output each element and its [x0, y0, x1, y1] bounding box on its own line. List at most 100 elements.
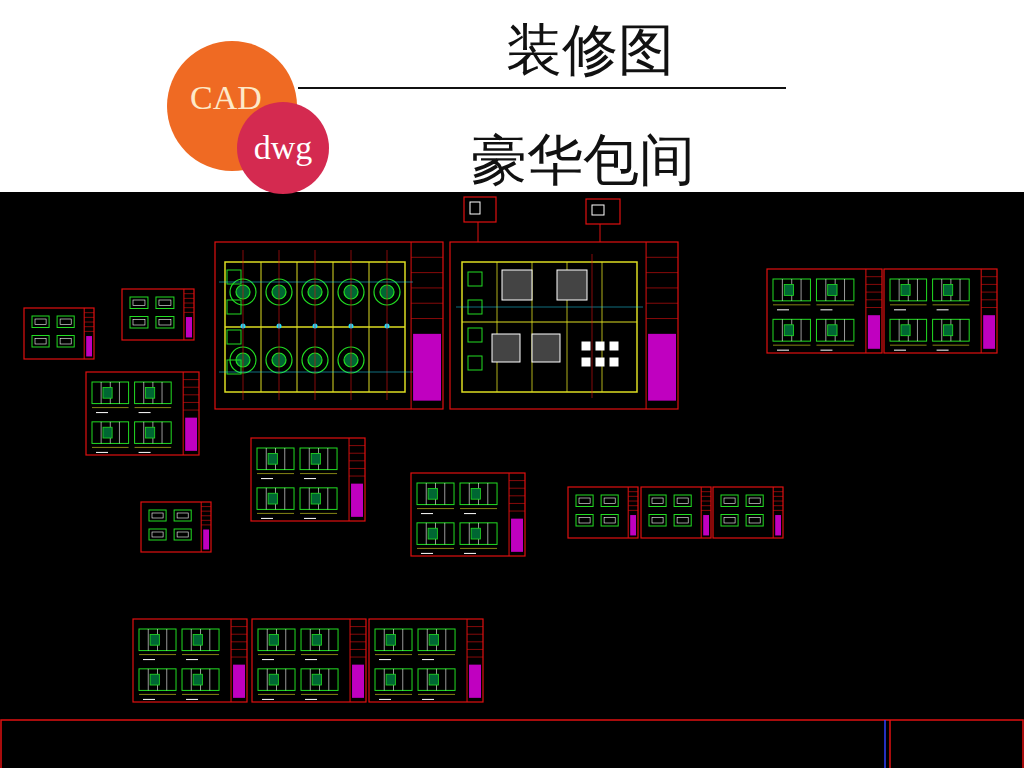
- drawing-stroke: [411, 257, 443, 258]
- drawing-stroke: [724, 498, 735, 504]
- drawing-stroke: [349, 476, 365, 477]
- drawing-stroke: [143, 422, 144, 444]
- drawing-stroke: [884, 720, 886, 768]
- drawing-stroke: [309, 448, 310, 470]
- drawing-stroke: [184, 307, 194, 308]
- drawing-stroke: [350, 626, 366, 627]
- drawing-stroke: [413, 334, 441, 401]
- drawing-stroke: [462, 321, 637, 322]
- drawing-stroke: [981, 284, 997, 285]
- drawing-stroke: [227, 300, 241, 314]
- drawing-stroke: [159, 300, 171, 306]
- drawing-stroke: [421, 553, 433, 554]
- drawing-stroke: [429, 674, 438, 685]
- drawing-stroke: [133, 619, 247, 702]
- drawing-stroke: [312, 634, 321, 645]
- drawing-stroke: [417, 483, 454, 505]
- drawing-stroke: [193, 674, 202, 685]
- drawing-stroke: [960, 279, 961, 301]
- drawing-stroke: [828, 325, 837, 336]
- drawing-stroke: [24, 308, 94, 359]
- drawing-stroke: [184, 312, 194, 313]
- drawing-stroke: [201, 515, 211, 516]
- drawing-stroke: [866, 276, 882, 277]
- drawing-stroke: [402, 629, 403, 651]
- drawing-stroke: [279, 250, 280, 400]
- drawing-stroke: [60, 339, 71, 345]
- drawing-stroke: [749, 518, 760, 524]
- drawing-stroke: [311, 493, 320, 504]
- drawing-stroke: [604, 518, 615, 524]
- drawing-stroke: [258, 669, 295, 691]
- drawing-stroke: [894, 350, 906, 351]
- drawing-stroke: [411, 318, 443, 319]
- drawing-stroke: [146, 427, 155, 438]
- drawing-stroke: [251, 438, 365, 521]
- drawing-stroke: [532, 334, 560, 362]
- drawing-stroke: [773, 345, 810, 346]
- drawing-stroke: [177, 532, 188, 537]
- drawing-stroke: [268, 493, 277, 504]
- drawing-stroke: [865, 269, 866, 353]
- drawing-stroke: [610, 342, 618, 350]
- drawing-stroke: [777, 309, 789, 310]
- drawing-stroke: [933, 345, 970, 346]
- drawing-stroke: [375, 629, 412, 651]
- drawing-stroke: [60, 319, 71, 325]
- drawing-stroke: [816, 319, 853, 341]
- drawing-stroke: [328, 669, 329, 691]
- drawing-stroke: [304, 518, 316, 519]
- drawing-stroke: [130, 317, 148, 329]
- drawing-stroke: [369, 619, 483, 702]
- drawing-stroke: [1, 720, 1023, 768]
- drawing-stroke: [941, 279, 942, 301]
- drawing-stroke: [866, 299, 882, 300]
- drawing-stroke: [201, 511, 211, 512]
- drawing-stroke: [149, 529, 166, 540]
- drawing-stroke: [101, 422, 102, 444]
- drawing-stroke: [646, 272, 678, 273]
- drawing-stroke: [418, 629, 455, 651]
- drawing-stroke: [201, 524, 211, 525]
- drawing-stroke: [309, 488, 310, 510]
- drawing-stroke: [428, 528, 437, 539]
- drawing-stroke: [468, 272, 482, 286]
- drawing-stroke: [122, 289, 194, 340]
- drawing-stroke: [262, 659, 274, 660]
- drawing-stroke: [231, 649, 247, 650]
- drawing-stroke: [460, 523, 497, 545]
- drawing-stroke: [701, 487, 702, 538]
- badge-text: dwg: [254, 129, 313, 167]
- drawing-stroke: [284, 448, 285, 470]
- drawing-stroke: [421, 513, 433, 514]
- drawing-stroke: [266, 448, 267, 470]
- drawing-stroke: [825, 279, 826, 301]
- drawing-stroke: [184, 298, 194, 299]
- drawing-stroke: [782, 319, 783, 341]
- drawing-stroke: [139, 694, 176, 695]
- drawing-stroke: [375, 669, 412, 691]
- drawing-stroke: [139, 629, 176, 651]
- drawing-stroke: [300, 513, 337, 514]
- drawing-stroke: [231, 619, 232, 702]
- drawing-stroke: [610, 358, 618, 366]
- drawing-stroke: [386, 674, 395, 685]
- drawing-stroke: [193, 634, 202, 645]
- drawing-stroke: [646, 242, 647, 409]
- drawing-stroke: [469, 523, 470, 545]
- drawing-stroke: [184, 303, 194, 304]
- drawing-stroke: [411, 287, 443, 288]
- drawing-stroke: [351, 484, 363, 517]
- drawing-stroke: [899, 279, 900, 301]
- drawing-stroke: [311, 453, 320, 464]
- drawing-stroke: [300, 488, 337, 510]
- drawing-stroke: [267, 669, 268, 691]
- drawing-stroke: [592, 205, 604, 215]
- drawing-stroke: [497, 262, 498, 392]
- drawing-stroke: [267, 629, 268, 651]
- drawing-stroke: [801, 279, 802, 301]
- drawing-stroke: [509, 503, 525, 504]
- drawing-stroke: [402, 669, 403, 691]
- drawing-stroke: [773, 491, 783, 492]
